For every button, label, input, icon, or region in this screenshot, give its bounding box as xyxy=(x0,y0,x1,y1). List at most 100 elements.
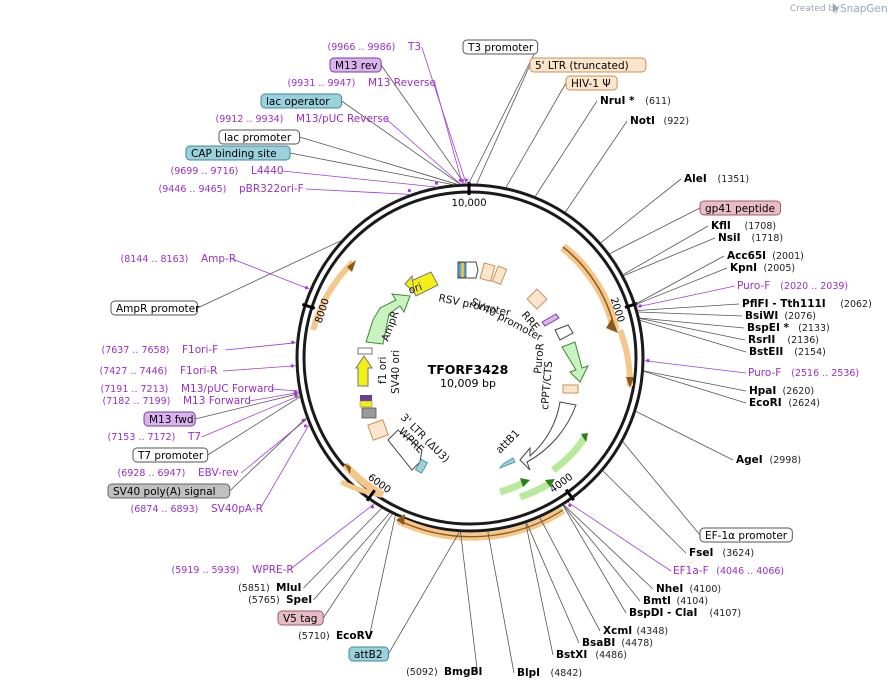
leader-line xyxy=(635,255,725,305)
site-position: (2624) xyxy=(788,398,820,409)
feature-label-sv40pa-r[interactable]: (6874 .. 6893)SV40pA-R xyxy=(131,503,263,515)
feature-label-spei[interactable]: (5765)SpeI xyxy=(248,594,312,606)
primer-name: L4440 xyxy=(251,165,284,177)
feature-label-hiv1-psi[interactable]: HIV-1 Ψ xyxy=(565,75,618,91)
site-position: (2005) xyxy=(764,263,796,274)
feature-label-gp41[interactable]: gp41 peptide xyxy=(699,200,782,216)
feature-label-rsrii[interactable]: RsrII(2136) xyxy=(748,334,819,346)
site-position: (2620) xyxy=(783,386,815,397)
feature-label-bstxi[interactable]: BstXI(4486) xyxy=(556,649,627,661)
feature-label-nhei[interactable]: NheI(4100) xyxy=(656,583,721,595)
primer-name: F1ori-F xyxy=(182,344,218,356)
feature-label-bspei[interactable]: BspEI *(2133) xyxy=(747,322,830,334)
site-name: KpnI xyxy=(730,262,757,274)
feature-label-puro-f1[interactable]: Puro-F (2020 .. 2039) xyxy=(737,280,848,292)
feature-label-attb2[interactable]: attB2 xyxy=(348,646,389,662)
leader-line xyxy=(207,396,301,456)
feature-block xyxy=(541,313,560,327)
feature-arrowhead xyxy=(520,478,530,487)
feature-label-blpi[interactable]: BlpI(4842) xyxy=(517,667,582,679)
feature-label-lac-promoter[interactable]: lac promoter xyxy=(218,129,301,145)
feature-label-xcmi[interactable]: XcmI(4348) xyxy=(603,625,668,637)
feature-label-ltr5[interactable]: 5' LTR (truncated) xyxy=(529,57,647,73)
feature-label-puro-f2[interactable]: Puro-F(2516 .. 2536) xyxy=(748,367,859,379)
feature-label-ampr-promoter[interactable]: AmpR promoter xyxy=(110,300,200,316)
feature-label-ebv-rev[interactable]: (6928 .. 6947)EBV-rev xyxy=(118,467,239,479)
feature-label-lac-operator[interactable]: lac operator xyxy=(260,93,343,109)
feature-label-nsii[interactable]: NsiI(1718) xyxy=(718,232,783,244)
orf-arrow xyxy=(519,401,577,471)
feature-label-ef1a-promoter[interactable]: EF-1α promoter xyxy=(699,527,793,543)
feature-label-nrui[interactable]: NruI *(611) xyxy=(600,95,671,107)
primer-range: (2020 .. 2039) xyxy=(780,281,848,292)
feature-label-bsiwi[interactable]: BsiWI(2076) xyxy=(745,310,816,322)
feature-label-kpni[interactable]: KpnI (2005) xyxy=(730,262,795,274)
feature-label-mlui[interactable]: (5851)MluI xyxy=(238,582,301,594)
feature-label-f1ori-r[interactable]: (7427 .. 7446)F1ori-R xyxy=(100,365,218,377)
feature-label-ecorv[interactable]: (5710)EcoRV xyxy=(298,630,374,642)
leader-line xyxy=(487,531,515,674)
feature-label-bspdi[interactable]: BspDI - ClaI(4107) xyxy=(629,607,741,619)
feature-label-cap-site[interactable]: CAP binding site xyxy=(185,145,291,161)
feature-label-wpre-r[interactable]: (5919 .. 5939)WPRE-R xyxy=(172,564,294,576)
leader-line xyxy=(505,82,567,188)
feature-label-m13-puc-reverse[interactable]: (9912 .. 9934)M13/pUC Reverse xyxy=(216,113,390,125)
leader-line xyxy=(643,360,747,374)
primer-name: EBV-rev xyxy=(198,467,239,479)
feature-label-m13-forward[interactable]: (7182 .. 7199)M13 Forward xyxy=(103,395,251,407)
leader-line xyxy=(299,136,458,185)
leader-line xyxy=(637,311,743,317)
feature-box xyxy=(348,646,389,662)
feature-label-t7[interactable]: (7153 .. 7172)T7 xyxy=(108,431,202,443)
feature-label-m13-reverse[interactable]: (9931 .. 9947)M13 Reverse xyxy=(288,77,436,89)
feature-label-pflfi[interactable]: PflFI - Tth111I(2062) xyxy=(742,298,872,310)
feature-label-l4440[interactable]: (9699 .. 9716)L4440 xyxy=(171,165,284,177)
feature-label-m13-puc-fwd[interactable]: (7191 .. 7213)M13/pUC Forward xyxy=(101,383,275,395)
feature-label-f1ori-f[interactable]: (7637 .. 7658)F1ori-F xyxy=(102,344,219,356)
leader-line xyxy=(305,188,411,195)
feature-label-bmti[interactable]: BmtI(4104) xyxy=(643,595,708,607)
feature-label-acc65i[interactable]: Acc65I(2001) xyxy=(727,250,804,262)
feature-box xyxy=(529,57,647,73)
attb1-block xyxy=(498,457,516,469)
site-name: Acc65I xyxy=(727,250,766,262)
feature-label-noti[interactable]: NotI(922) xyxy=(630,115,689,127)
feature-label-ecori[interactable]: EcoRI (2624) xyxy=(749,397,820,409)
feature-label-sv40-polya[interactable]: SV40 poly(A) signal xyxy=(107,483,231,499)
site-position: (4842) xyxy=(551,668,583,679)
feature-label-fsei[interactable]: FseI(3624) xyxy=(689,547,754,559)
feature-arc-green xyxy=(498,478,527,496)
feature-label-t3-primer[interactable]: (9966 .. 9986)T3 xyxy=(328,41,422,53)
feature-box-text: attB2 xyxy=(354,649,383,661)
feature-label-bsabi[interactable]: BsaBI(4478) xyxy=(582,637,653,649)
site-name: PflFI - Tth111I xyxy=(742,298,826,310)
feature-box-text: EF-1α promoter xyxy=(705,530,788,542)
feature-box-text: lac promoter xyxy=(224,132,292,144)
feature-box xyxy=(218,129,301,145)
leader-line xyxy=(223,365,297,372)
feature-label-amp-r[interactable]: (8144 .. 8163)Amp-R xyxy=(121,253,237,265)
feature-label-bmgbi[interactable]: (5092)BmgBI xyxy=(406,666,482,678)
feature-label-kfli[interactable]: KflI(1708) xyxy=(711,220,776,232)
leader-line xyxy=(468,46,539,185)
feature-label-m13-fwd[interactable]: M13 fwd xyxy=(143,411,196,427)
feature-label-ef1a-f[interactable]: EF1a-F(4046 .. 4066) xyxy=(673,565,784,577)
feature-label-hpai[interactable]: HpaI(2620) xyxy=(749,385,814,397)
feature-label-t7-promoter[interactable]: T7 promoter xyxy=(132,447,209,463)
site-name: EcoRV xyxy=(336,630,374,642)
feature-label-v5-tag[interactable]: V5 tag xyxy=(277,610,324,626)
site-position: (4104) xyxy=(677,596,709,607)
primer-name: Puro-F xyxy=(737,280,770,292)
feature-arc xyxy=(339,479,382,498)
primer-name: T3 xyxy=(407,41,421,53)
feature-box xyxy=(565,75,618,91)
feature-label-pbr322ori-f[interactable]: (9446 .. 9465)pBR322ori-F xyxy=(159,183,304,195)
feature-label-bsteii[interactable]: BstEII(2154) xyxy=(749,346,826,358)
feature-label-t3-promoter[interactable]: T3 promoter xyxy=(462,39,539,55)
feature-box xyxy=(260,93,343,109)
feature-label-m13-rev[interactable]: M13 rev xyxy=(329,57,382,73)
feature-label-alei[interactable]: AleI(1351) xyxy=(684,173,749,185)
feature-label-agei[interactable]: AgeI(2998) xyxy=(736,454,801,466)
site-name: EcoRI xyxy=(749,397,782,409)
site-position: (5765) xyxy=(248,595,280,606)
